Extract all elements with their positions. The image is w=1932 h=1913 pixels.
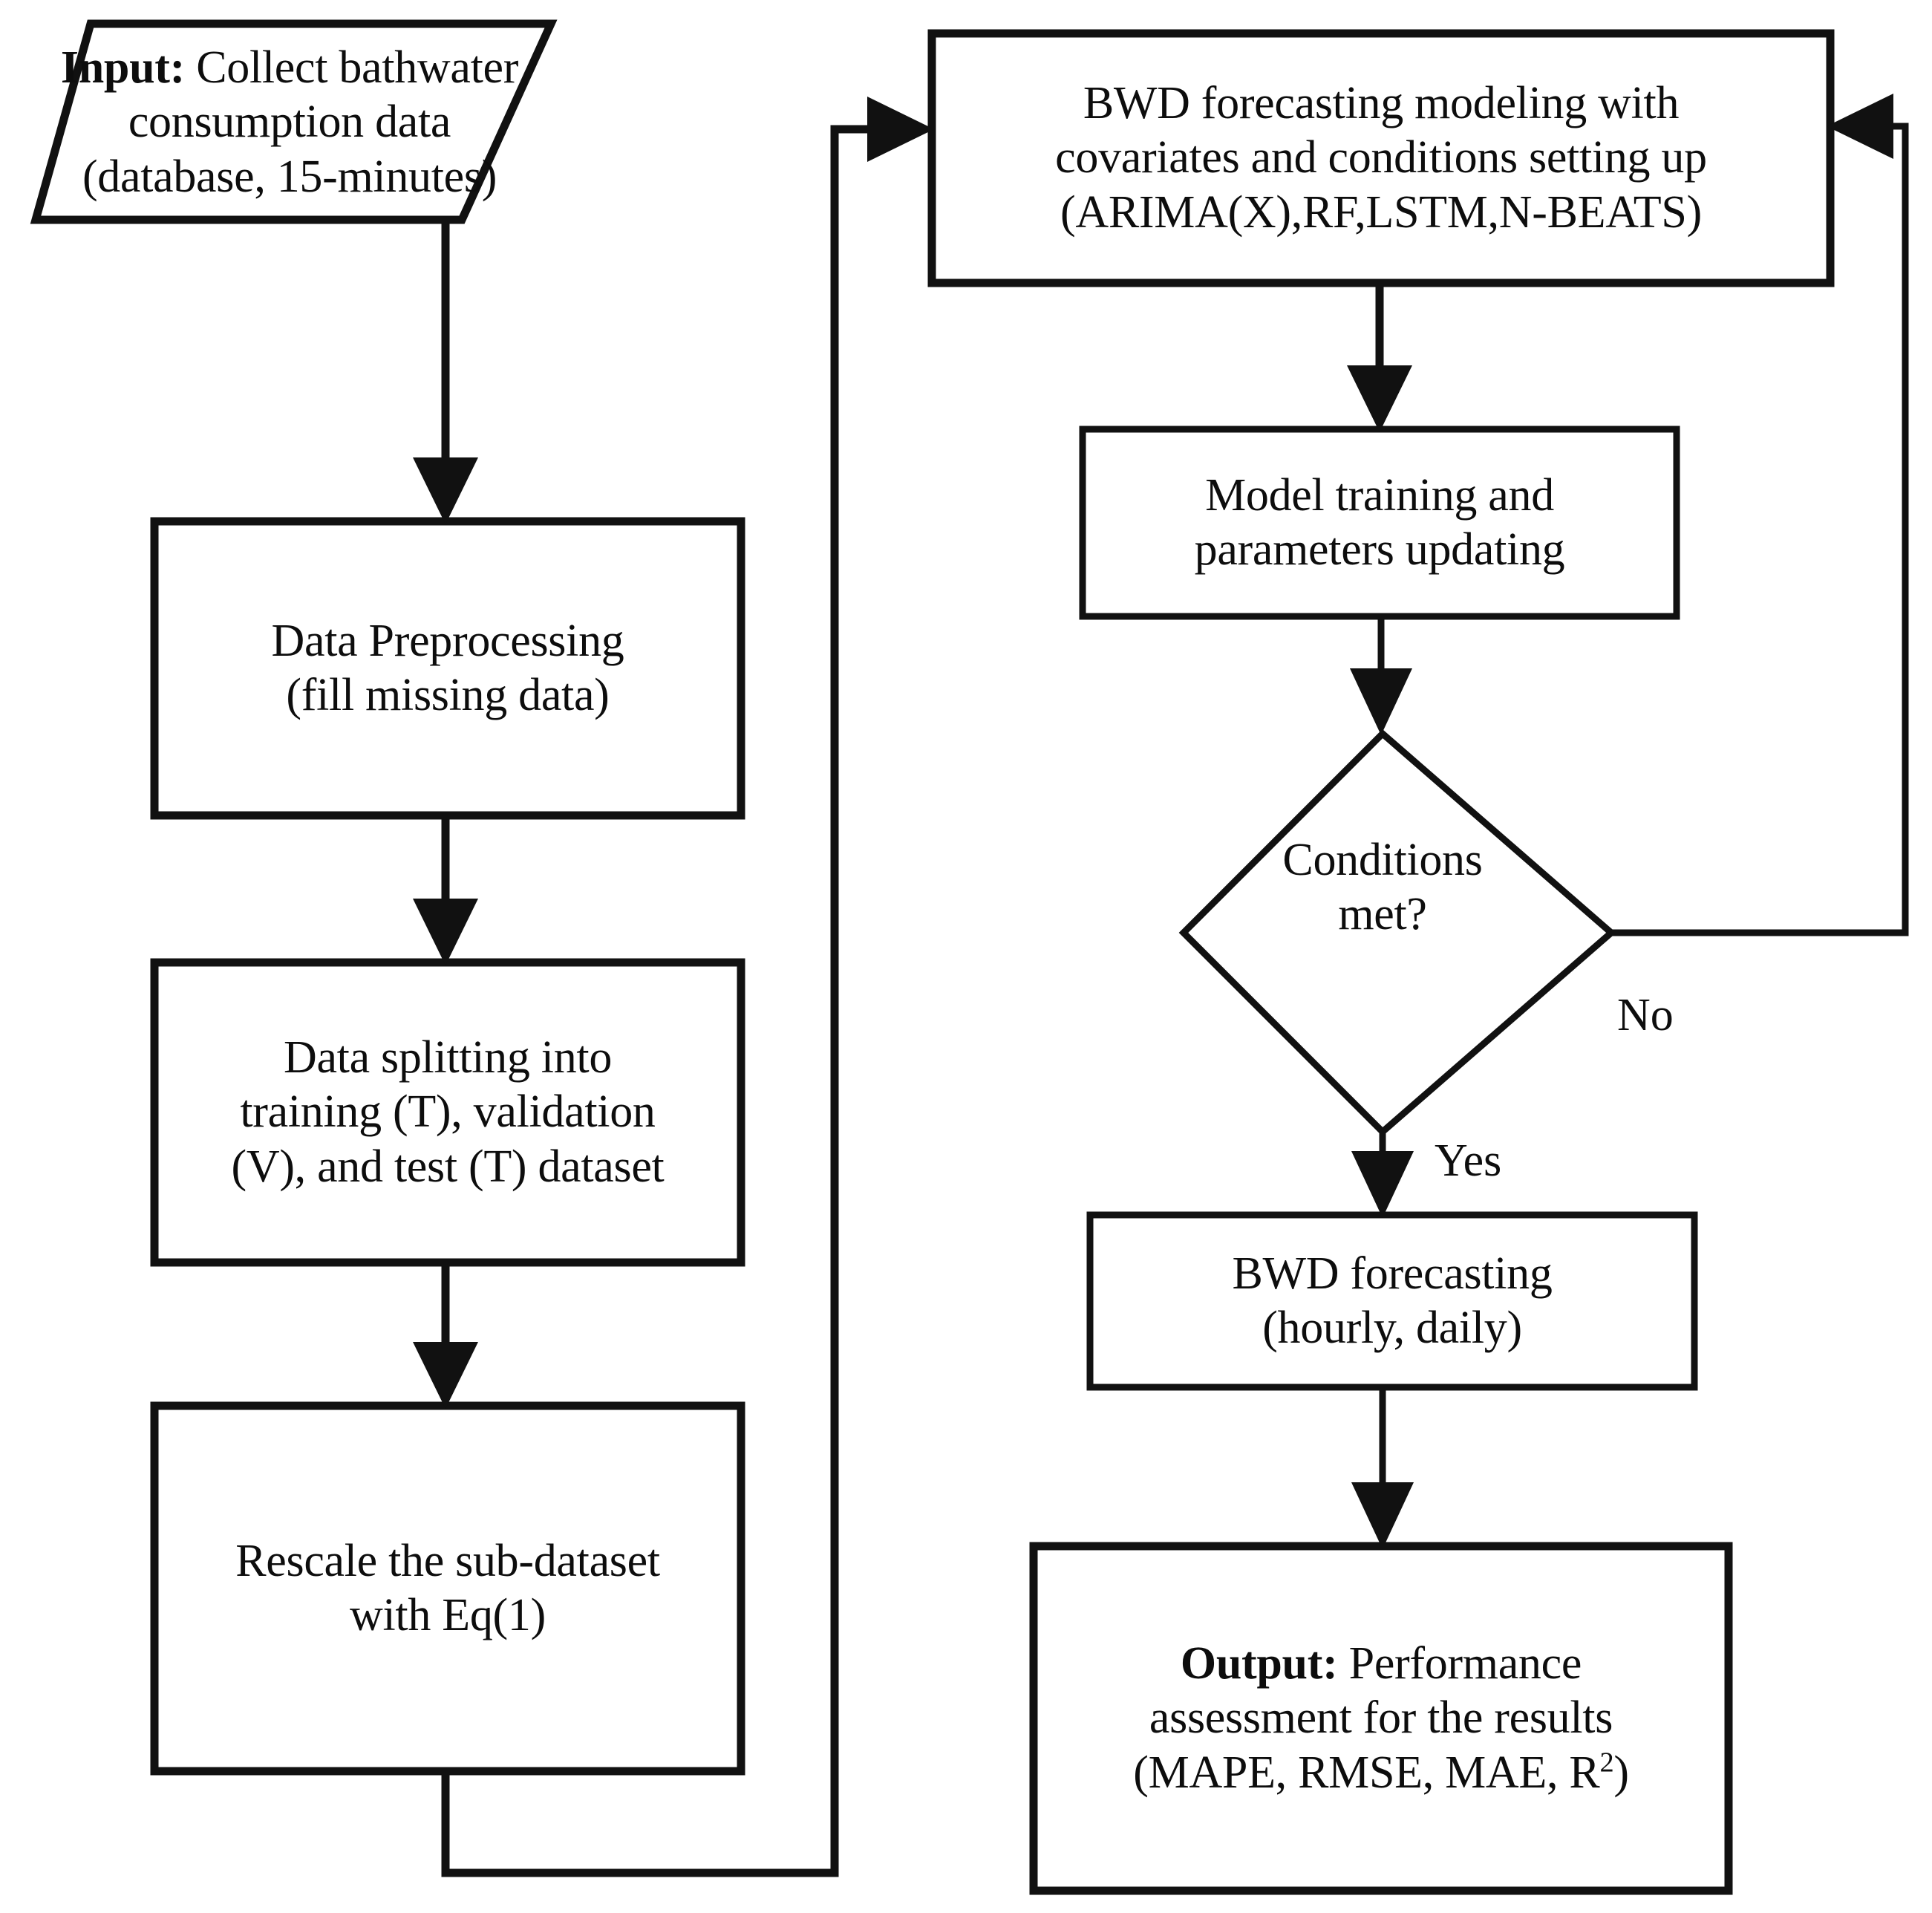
edge-label-yes: Yes xyxy=(1435,1135,1502,1186)
bwd-forecasting-node-shape[interactable] xyxy=(1086,1211,1698,1391)
edge-decision-no-to-modeling xyxy=(1611,94,1909,936)
conditions-met-decision-shape[interactable] xyxy=(1178,729,1616,1137)
edge-rescale-to-modeling xyxy=(441,97,934,1877)
edge-training-to-decision xyxy=(1350,616,1412,735)
rescale-node-shape[interactable] xyxy=(150,1401,745,1776)
output-node-shape[interactable] xyxy=(1029,1542,1733,1895)
input-node-shape[interactable] xyxy=(30,19,558,224)
edge-decision-yes-to-forecast xyxy=(1351,1132,1414,1218)
data-splitting-node-shape[interactable] xyxy=(150,958,745,1267)
edge-label-no: No xyxy=(1617,990,1674,1040)
bwd-modeling-node-shape[interactable] xyxy=(927,29,1835,287)
data-preprocessing-node-shape[interactable] xyxy=(150,517,745,820)
edge-forecast-to-output xyxy=(1351,1387,1414,1549)
edge-modeling-to-training xyxy=(1347,283,1412,432)
edge-input-to-preprocessing xyxy=(413,221,478,524)
model-training-node-shape[interactable] xyxy=(1079,426,1680,620)
edge-preprocessing-to-splitting xyxy=(413,815,478,965)
edge-splitting-to-rescale xyxy=(413,1262,478,1409)
